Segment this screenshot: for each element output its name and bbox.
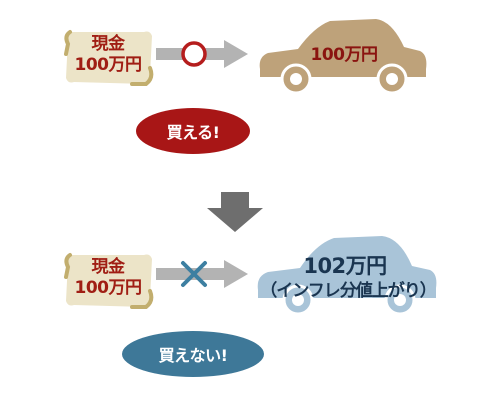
flow-arrow-bottom bbox=[156, 258, 248, 290]
car-icon bbox=[257, 236, 437, 316]
cross-icon bbox=[181, 261, 207, 287]
car-bottom bbox=[252, 230, 442, 326]
car-top bbox=[252, 13, 432, 105]
cash-amount: 100万円 bbox=[74, 278, 143, 298]
cash-note-icon bbox=[64, 253, 154, 309]
circle-icon bbox=[181, 41, 207, 67]
cash-label: 現金 bbox=[91, 34, 126, 54]
cash-note-icon bbox=[64, 30, 154, 86]
car-price-bottom: 102万円 bbox=[303, 254, 387, 278]
cash-tag-top: 現金 100万円 bbox=[62, 28, 154, 86]
result-label-bottom: 買えない! bbox=[158, 346, 228, 365]
result-badge-bottom: 買えない! bbox=[122, 331, 264, 377]
down-arrow bbox=[205, 192, 265, 236]
cash-tag-bottom: 現金 100万円 bbox=[62, 251, 154, 309]
flow-arrow-top bbox=[156, 38, 248, 70]
car-icon bbox=[259, 19, 427, 95]
result-label-top: 買える! bbox=[166, 123, 220, 142]
cash-amount: 100万円 bbox=[74, 55, 143, 75]
down-arrow-icon bbox=[207, 192, 263, 232]
car-price-note: （インフレ分値上がり） bbox=[260, 281, 437, 301]
result-badge-top: 買える! bbox=[136, 108, 250, 154]
car-price-top: 100万円 bbox=[310, 45, 379, 65]
cash-label: 現金 bbox=[91, 257, 126, 277]
